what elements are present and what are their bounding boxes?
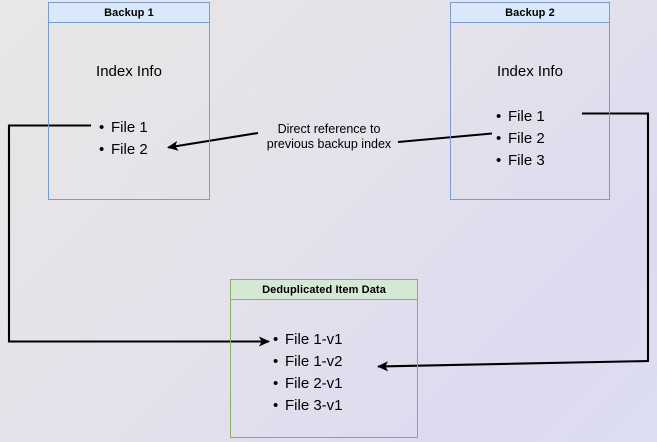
list-item: • File 3-v1 (273, 394, 343, 416)
bullet-icon: • (496, 107, 502, 125)
node-backup-1[interactable]: Backup 1 Index Info • File 1 • File 2 (48, 2, 210, 200)
bullet-icon: • (273, 330, 279, 348)
list-item: • File 2 (496, 127, 545, 149)
list-item: • File 2-v1 (273, 372, 343, 394)
list-item-label: File 1 (508, 107, 545, 125)
list-item: • File 3 (496, 149, 545, 171)
node-backup-1-header: Backup 1 (48, 2, 210, 23)
bullet-icon: • (496, 129, 502, 147)
node-dedup-title: Deduplicated Item Data (262, 283, 386, 296)
bullet-icon: • (273, 396, 279, 414)
list-item-label: File 3-v1 (285, 396, 343, 414)
node-backup-1-body: Index Info • File 1 • File 2 (48, 23, 210, 200)
backup-2-index-info-label: Index Info (497, 63, 563, 80)
node-backup-2-header: Backup 2 (450, 2, 610, 23)
bullet-icon: • (99, 118, 105, 136)
edge-label-direct-reference: Direct reference to previous backup inde… (266, 122, 392, 151)
bullet-icon: • (99, 140, 105, 158)
list-item: • File 1-v1 (273, 328, 343, 350)
list-item-label: File 2 (111, 140, 148, 158)
node-deduplicated-item-data[interactable]: Deduplicated Item Data • File 1-v1 • Fil… (230, 279, 418, 438)
node-backup-1-title: Backup 1 (104, 6, 154, 19)
dedup-file-list: • File 1-v1 • File 1-v2 • File 2-v1 • Fi… (273, 328, 343, 416)
node-backup-2-body: Index Info • File 1 • File 2 • File 3 (450, 23, 610, 200)
list-item: • File 1-v2 (273, 350, 343, 372)
list-item-label: File 1-v2 (285, 352, 343, 370)
bullet-icon: • (496, 151, 502, 169)
list-item-label: File 1-v1 (285, 330, 343, 348)
list-item: • File 1 (496, 105, 545, 127)
bullet-icon: • (273, 352, 279, 370)
bullet-icon: • (273, 374, 279, 392)
list-item: • File 1 (99, 116, 148, 138)
list-item-label: File 1 (111, 118, 148, 136)
list-item: • File 2 (99, 138, 148, 160)
list-item-label: File 2-v1 (285, 374, 343, 392)
backup-1-file-list: • File 1 • File 2 (99, 116, 148, 160)
list-item-label: File 2 (508, 129, 545, 147)
node-dedup-body: • File 1-v1 • File 1-v2 • File 2-v1 • Fi… (230, 300, 418, 438)
backup-1-index-info-label: Index Info (96, 63, 162, 80)
backup-2-file-list: • File 1 • File 2 • File 3 (496, 105, 545, 171)
node-backup-2[interactable]: Backup 2 Index Info • File 1 • File 2 • … (450, 2, 610, 200)
node-backup-2-title: Backup 2 (505, 6, 555, 19)
list-item-label: File 3 (508, 151, 545, 169)
node-dedup-header: Deduplicated Item Data (230, 279, 418, 300)
